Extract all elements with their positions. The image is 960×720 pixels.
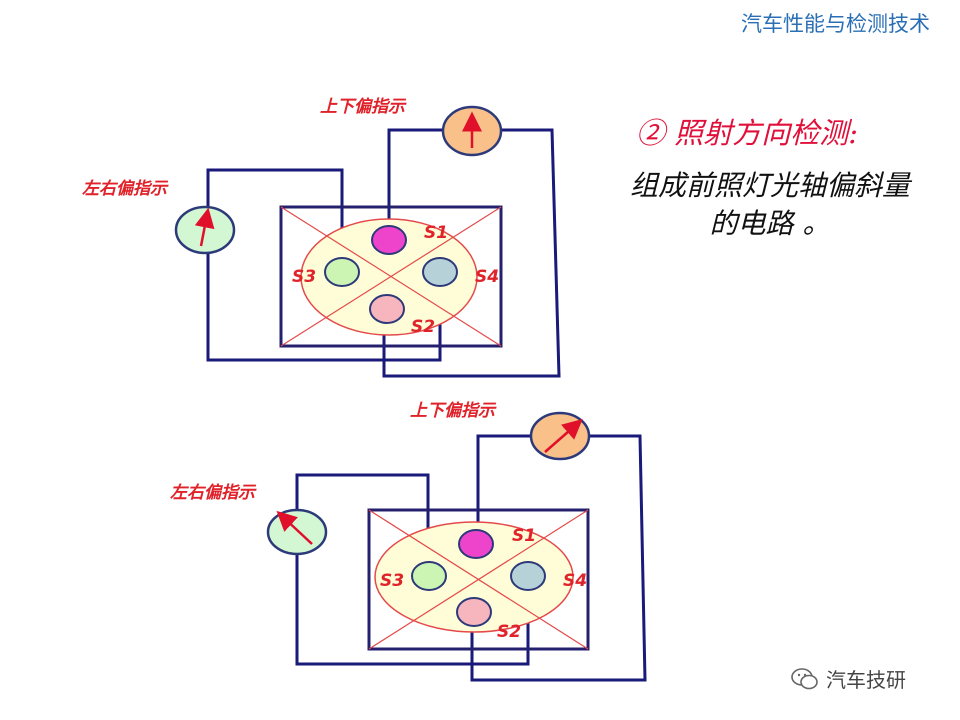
sensor-frame [367,508,590,651]
sensor-s1 [371,225,407,255]
section-heading: ② 照射方向检测: [636,116,858,150]
wechat-icon [791,667,818,689]
sensor-label-s1: S1 [424,223,448,243]
sensor-s1 [458,529,494,559]
sensor-label-s4: S4 [563,571,587,591]
watermark: 汽车技研 [790,664,906,693]
vertical-meter-label: 上下偏指示 [320,97,407,117]
wire-vertical-loop [470,434,647,682]
sensor-s2 [369,294,405,324]
vertical-meter-label: 上下偏指示 [410,401,497,421]
needle-icon [544,419,583,453]
section-description: 组成前照灯光轴偏斜量的电路 。 [629,169,910,240]
watermark-text: 汽车技研 [826,668,906,692]
sensor-frame [279,205,503,348]
sensor-label-s2: S2 [411,317,435,337]
sensor-label-s3: S3 [380,571,404,591]
wire-vertical-loop [382,128,561,378]
frame-diagonals [280,206,502,347]
sensor-label-s2: S2 [497,622,521,642]
horizontal-meter-label: 左右偏指示 [170,483,257,503]
needle-icon [276,510,313,545]
needle-icon [194,207,215,247]
wire-horizontal-loop [206,168,442,362]
sensor-label-s4: S4 [475,267,499,287]
meter-vertical-deviation [529,411,591,461]
meter-horizontal-deviation [266,508,328,556]
wire-s1-to-meter [387,128,444,237]
frame-diagonals [368,509,589,650]
sensor-s3 [324,257,360,287]
wire-s1-to-meter [476,434,530,531]
wires-top [206,128,561,378]
sensor-label-s1: S1 [512,526,536,546]
sensor-s2 [456,597,492,627]
sensor-s3 [411,561,447,591]
horizontal-meter-label: 左右偏指示 [82,179,169,199]
sensor-s4 [422,257,458,287]
diagram-bottom: S1 S3 S4 S2 上下偏指示 左右偏指示 [170,401,647,682]
header-title: 汽车性能与检测技术 [741,12,930,36]
sensor-s4 [510,561,546,591]
diagram-top: S1 S3 S4 S2 上下偏指示 左右偏指示 [82,97,561,378]
sensor-label-s3: S3 [292,267,316,287]
